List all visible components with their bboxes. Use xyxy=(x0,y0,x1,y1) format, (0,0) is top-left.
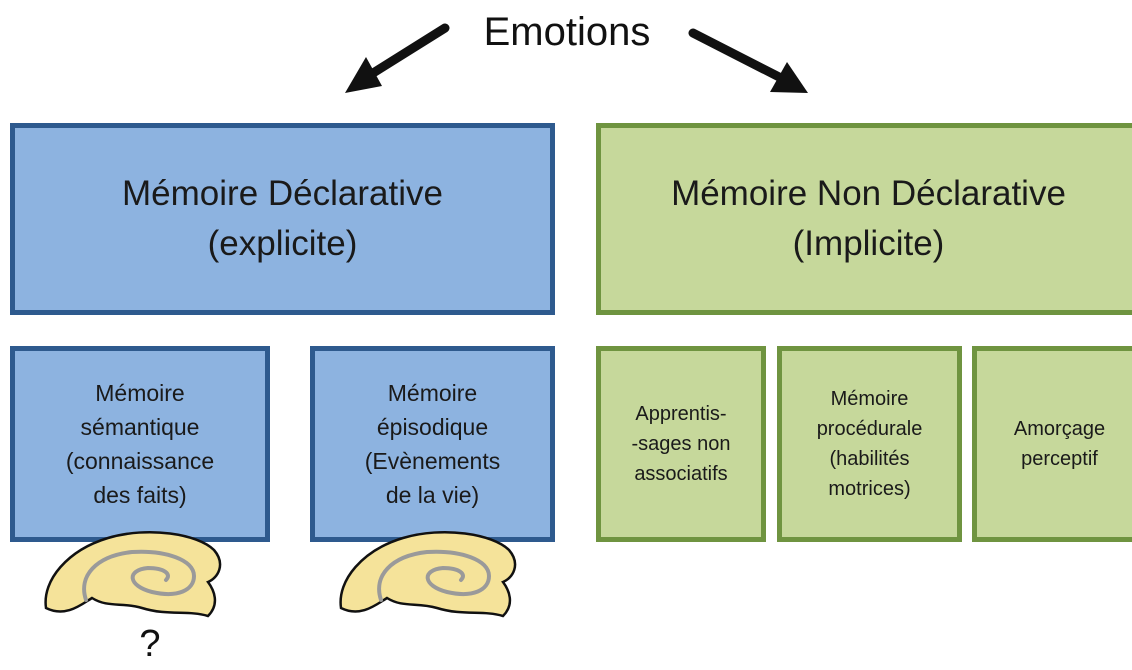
semantic-line-4: des faits) xyxy=(93,482,187,508)
arrow-right-icon xyxy=(688,28,808,93)
declarative-title: Mémoire Déclarative xyxy=(122,174,443,213)
priming-line-2: perceptif xyxy=(1021,448,1098,470)
procedural-line-3: (habilités xyxy=(829,448,910,470)
episodic-line-1: Mémoire xyxy=(387,380,478,406)
episodic-line-2: épisodique xyxy=(376,414,489,440)
procedural-line-4: motrices) xyxy=(828,478,911,500)
non-declarative-subtitle: (Implicite) xyxy=(792,224,945,263)
non-associative-line-1: Apprentis- xyxy=(635,403,727,425)
non-associative-line-2: -sages non xyxy=(631,433,731,455)
procedural-memory-box: Mémoire procédurale (habilités motrices) xyxy=(777,346,962,542)
episodic-memory-box: Mémoire épisodique (Evènements de la vie… xyxy=(310,346,555,542)
question-mark: ? xyxy=(139,623,161,665)
semantic-line-2: sémantique xyxy=(80,414,200,440)
non-associative-line-3: associatifs xyxy=(634,463,728,485)
arrow-left-icon xyxy=(345,23,450,93)
non-declarative-title: Mémoire Non Déclarative xyxy=(671,174,1066,213)
semantic-memory-box: Mémoire sémantique (connaissance des fai… xyxy=(10,346,270,542)
declarative-memory-box: Mémoire Déclarative (explicite) xyxy=(10,123,555,315)
priming-line-1: Amorçage xyxy=(1013,418,1106,440)
non-associative-learning-box: Apprentis- -sages non associatifs xyxy=(596,346,766,542)
emotions-title: Emotions xyxy=(483,10,651,54)
declarative-subtitle: (explicite) xyxy=(207,224,358,263)
non-declarative-memory-box: Mémoire Non Déclarative (Implicite) xyxy=(596,123,1132,315)
episodic-line-3: (Evènements xyxy=(364,448,501,474)
perceptual-priming-box: Amorçage perceptif xyxy=(972,346,1132,542)
procedural-line-2: procédurale xyxy=(816,418,923,440)
semantic-line-3: (connaissance xyxy=(65,448,215,474)
episodic-line-4: de la vie) xyxy=(385,482,480,508)
semantic-line-1: Mémoire xyxy=(95,380,185,406)
procedural-line-1: Mémoire xyxy=(830,388,909,410)
